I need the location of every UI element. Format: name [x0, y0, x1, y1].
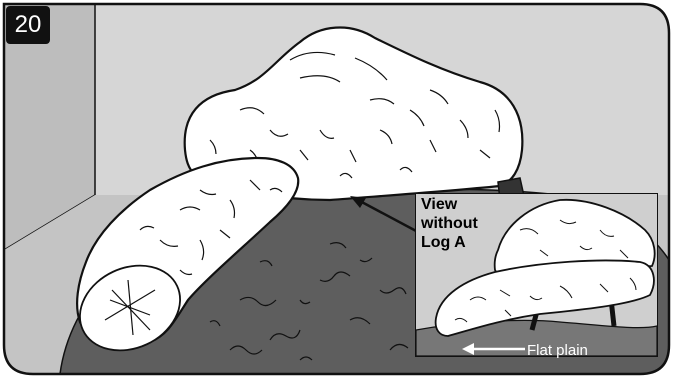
inset-caption-line: without — [421, 214, 478, 233]
step-number-badge: 20 — [6, 6, 50, 44]
inset-caption-line: Log A — [421, 233, 478, 252]
flat-plain-label: Flat plain — [527, 342, 588, 359]
inset-caption-line: View — [421, 195, 478, 214]
inset-caption: View without Log A — [421, 195, 478, 252]
